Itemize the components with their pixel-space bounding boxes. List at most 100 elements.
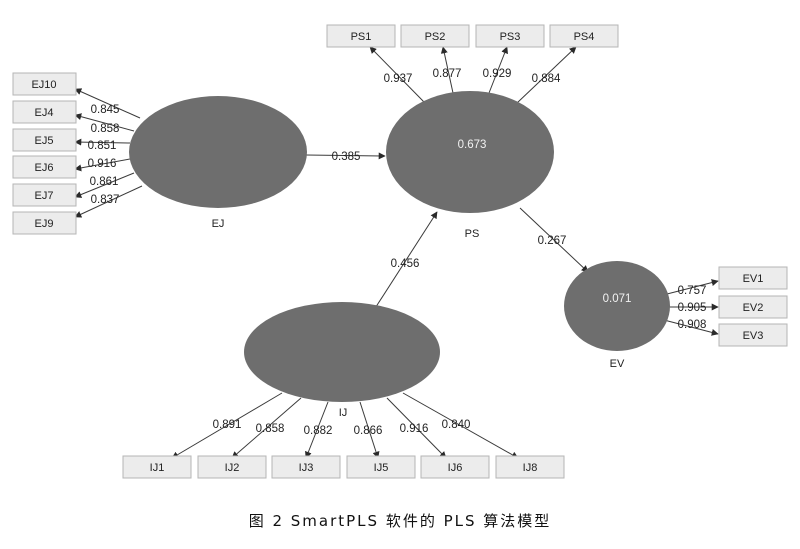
svg-text:EV2: EV2	[743, 302, 764, 314]
indicator-ps1: PS1	[326, 24, 396, 48]
svg-text:IJ3: IJ3	[299, 462, 314, 474]
loading-labels: 0.845 0.858 0.851 0.916 0.861 0.837 0.93…	[88, 68, 707, 437]
loading-ij2: 0.858	[256, 423, 285, 435]
svg-text:EJ5: EJ5	[35, 135, 54, 147]
loading-ij3: 0.882	[304, 425, 333, 437]
indicators-ej: EJ10 EJ4 EJ5 EJ6 EJ7 EJ9	[12, 72, 77, 235]
latent-ij	[244, 302, 440, 402]
edge-ij-ij2	[231, 397, 302, 459]
edge-ej-ej4	[74, 113, 135, 132]
edge-ev-ev1	[666, 279, 719, 295]
edge-ps-ps1	[369, 46, 426, 104]
edge-ij-ij8	[402, 392, 519, 459]
svg-text:IJ5: IJ5	[374, 462, 389, 474]
indicator-ej10: EJ10	[12, 72, 77, 96]
latent-ej	[129, 96, 307, 208]
svg-text:IJ8: IJ8	[523, 462, 538, 474]
coefficient-ej-ps: 0.385	[332, 151, 361, 163]
loading-ij6: 0.916	[400, 423, 429, 435]
indicator-ij8: IJ8	[495, 455, 565, 479]
loading-ev2: 0.905	[678, 302, 707, 314]
loading-ej7: 0.861	[90, 176, 119, 188]
svg-text:PS1: PS1	[351, 31, 372, 43]
edge-ej-ej9	[74, 185, 143, 218]
r-squared-ev: 0.071	[603, 293, 632, 305]
indicator-ps2: PS2	[400, 24, 470, 48]
edge-ps-ps4	[516, 46, 577, 104]
path-ps-ev	[519, 207, 589, 273]
loading-ps4: 0.884	[532, 73, 561, 85]
latent-variables: 0.673 0.071 EJ PS IJ EV	[129, 91, 670, 419]
loading-ps2: 0.877	[433, 68, 462, 80]
coefficient-ij-ps: 0.456	[391, 258, 420, 270]
latent-ps	[386, 91, 554, 213]
edge-ej-ej6	[74, 158, 131, 172]
svg-text:EJ9: EJ9	[35, 218, 54, 230]
edge-ej-ej5	[74, 138, 131, 146]
edge-ij-ij5	[359, 401, 380, 459]
loading-ij1: 0.891	[213, 419, 242, 431]
svg-text:EV1: EV1	[743, 273, 764, 285]
indicator-ij1: IJ1	[122, 455, 192, 479]
indicator-ij3: IJ3	[271, 455, 341, 479]
indicator-ij6: IJ6	[420, 455, 490, 479]
indicator-ej5: EJ5	[12, 128, 77, 152]
edge-ej-ej10	[74, 88, 141, 119]
loading-ij8: 0.840	[442, 419, 471, 431]
indicator-ij5: IJ5	[346, 455, 416, 479]
indicators-ev: EV1 EV2 EV3	[718, 266, 788, 347]
indicators-ps: PS1 PS2 PS3 PS4	[326, 24, 619, 48]
loading-ej5: 0.851	[88, 140, 117, 152]
svg-text:EJ6: EJ6	[35, 162, 54, 174]
indicator-ev2: EV2	[718, 295, 788, 319]
svg-text:IJ6: IJ6	[448, 462, 463, 474]
svg-text:PS2: PS2	[425, 31, 446, 43]
figure-caption: 图 2 SmartPLS 软件的 PLS 算法模型	[248, 512, 552, 530]
edge-ij-ij3	[305, 401, 329, 459]
indicator-ej4: EJ4	[12, 100, 77, 124]
svg-text:EJ4: EJ4	[35, 107, 54, 119]
coefficient-ps-ev: 0.267	[538, 235, 567, 247]
indicator-ps4: PS4	[549, 24, 619, 48]
latent-label-ij: IJ	[339, 407, 348, 419]
svg-text:PS3: PS3	[500, 31, 521, 43]
loading-ej10: 0.845	[91, 104, 120, 116]
svg-text:IJ2: IJ2	[225, 462, 240, 474]
svg-text:EV3: EV3	[743, 330, 764, 342]
indicator-ej7: EJ7	[12, 183, 77, 207]
edge-ij-ij6	[386, 397, 447, 459]
pls-path-diagram: 0.673 0.071 EJ PS IJ EV EJ10 EJ4 EJ5 EJ6…	[12, 24, 788, 479]
indicator-ej6: EJ6	[12, 155, 77, 179]
connectors	[74, 46, 719, 459]
latent-label-ej: EJ	[212, 218, 225, 230]
edge-ej-ej7	[74, 172, 135, 198]
svg-text:EJ10: EJ10	[31, 79, 56, 91]
svg-text:PS4: PS4	[574, 31, 595, 43]
loading-ej4: 0.858	[91, 123, 120, 135]
latent-label-ps: PS	[465, 228, 480, 240]
loading-ej9: 0.837	[91, 194, 120, 206]
latent-ev	[564, 261, 670, 351]
svg-text:IJ1: IJ1	[150, 462, 165, 474]
svg-text:EJ7: EJ7	[35, 190, 54, 202]
path-ej-ps	[305, 152, 386, 160]
latent-label-ev: EV	[610, 358, 625, 370]
edge-ij-ij1	[171, 392, 283, 459]
loading-ej6: 0.916	[88, 158, 117, 170]
indicators-ij: IJ1 IJ2 IJ3 IJ5 IJ6 IJ8	[122, 455, 565, 479]
indicator-ev3: EV3	[718, 323, 788, 347]
path-ij-ps	[371, 211, 438, 314]
indicator-ij2: IJ2	[197, 455, 267, 479]
loading-ij5: 0.866	[354, 425, 383, 437]
indicator-ej9: EJ9	[12, 211, 77, 235]
loading-ps3: 0.929	[483, 68, 512, 80]
edge-ev-ev3	[663, 319, 719, 336]
loading-ps1: 0.937	[384, 73, 413, 85]
edge-ps-ps3	[488, 46, 508, 94]
path-coefficient-labels: 0.385 0.456 0.267	[332, 151, 567, 270]
loading-ev1: 0.757	[678, 285, 707, 297]
loading-ev3: 0.908	[678, 319, 707, 331]
edge-ps-ps2	[440, 46, 454, 94]
indicator-ps3: PS3	[475, 24, 545, 48]
r-squared-ps: 0.673	[458, 139, 487, 151]
